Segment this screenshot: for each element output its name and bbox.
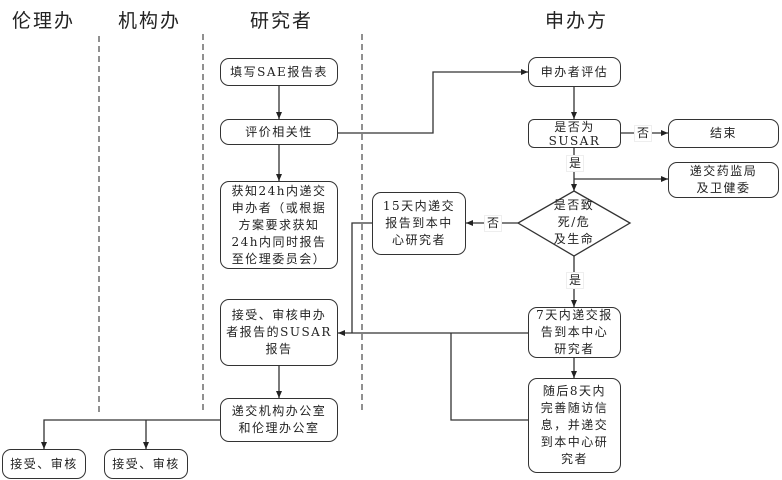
edge [450,333,528,421]
node-report-within-15-days: 15天内递交 报告到本中 心研究者 [372,192,466,255]
node-followup-within-8-days: 随后8天内 完善随访信 息，并递交 到本中心研 究者 [528,378,621,473]
node-institution-receive-review: 接受、审核 [104,449,188,479]
node-submit-to-nmpa-nhc: 递交药监局 及卫健委 [668,162,779,198]
edge-label-is-susar: 是 [566,155,585,172]
edge [337,69,528,134]
edge-label-not-fatal: 否 [484,215,503,232]
node-ethics-receive-review: 接受、审核 [2,449,86,479]
node-assess-relevance: 评价相关性 [220,119,338,145]
decision-is-fatal: 是否致 死/危 及生命 [553,198,595,246]
node-review-susar-report: 接受、审核申办 者报告的SUSAR 报告 [220,299,338,366]
edge-label-not-susar: 否 [634,125,653,142]
edge [41,419,220,449]
lane-title-ethics-office: 伦理办 [12,10,76,32]
node-fill-sae-form: 填写SAE报告表 [220,58,338,86]
node-report-within-7-days: 7天内递交报 告到本中心 研究者 [528,307,621,358]
node-sponsor-assessment: 申办者评估 [528,57,621,87]
edge-label-is-fatal: 是 [566,272,585,289]
node-submit-to-offices: 递交机构办公室 和伦理办公室 [220,398,338,442]
lane-title-sponsor: 申办方 [545,10,609,32]
lane-title-institution-office: 机构办 [118,10,182,32]
node-report-within-24h: 获知24h内递交 申办者（或根据 方案要求获知 24h内同时报告 至伦理委员会） [220,181,338,269]
node-end: 结束 [668,119,779,148]
decision-is-fatal-shape [516,190,632,257]
edge [351,222,372,333]
node-is-susar: 是否为 SUSAR [528,119,621,148]
lane-title-investigator: 研究者 [250,10,314,32]
